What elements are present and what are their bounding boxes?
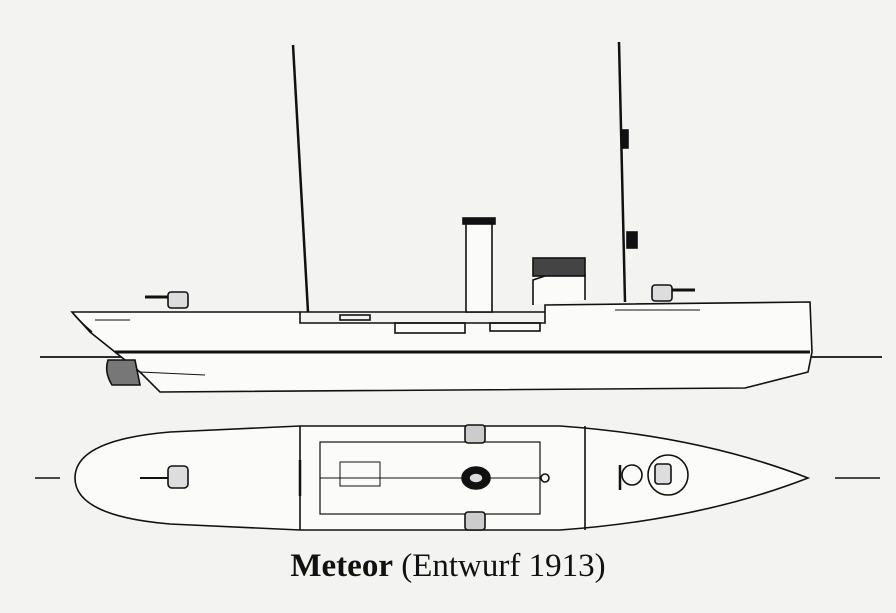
gun-aft <box>651 284 695 302</box>
main-mast <box>617 41 627 303</box>
side-profile <box>40 41 882 393</box>
funnel <box>465 221 493 313</box>
bridge-top <box>532 257 586 277</box>
gun-fore <box>145 291 189 309</box>
ship-name: Meteor <box>290 548 393 584</box>
gun-fore-plan <box>167 465 189 489</box>
bridge <box>532 274 586 305</box>
hull-side <box>70 301 813 393</box>
caption-subtitle: (Entwurf 1913) <box>401 548 606 584</box>
deckhouse-low <box>394 322 466 334</box>
fore-mast <box>291 44 310 313</box>
skylight <box>339 314 371 321</box>
plan-view <box>35 424 880 531</box>
rudder-propeller <box>105 359 141 386</box>
figure-caption: Meteor (Entwurf 1913) <box>0 548 896 585</box>
